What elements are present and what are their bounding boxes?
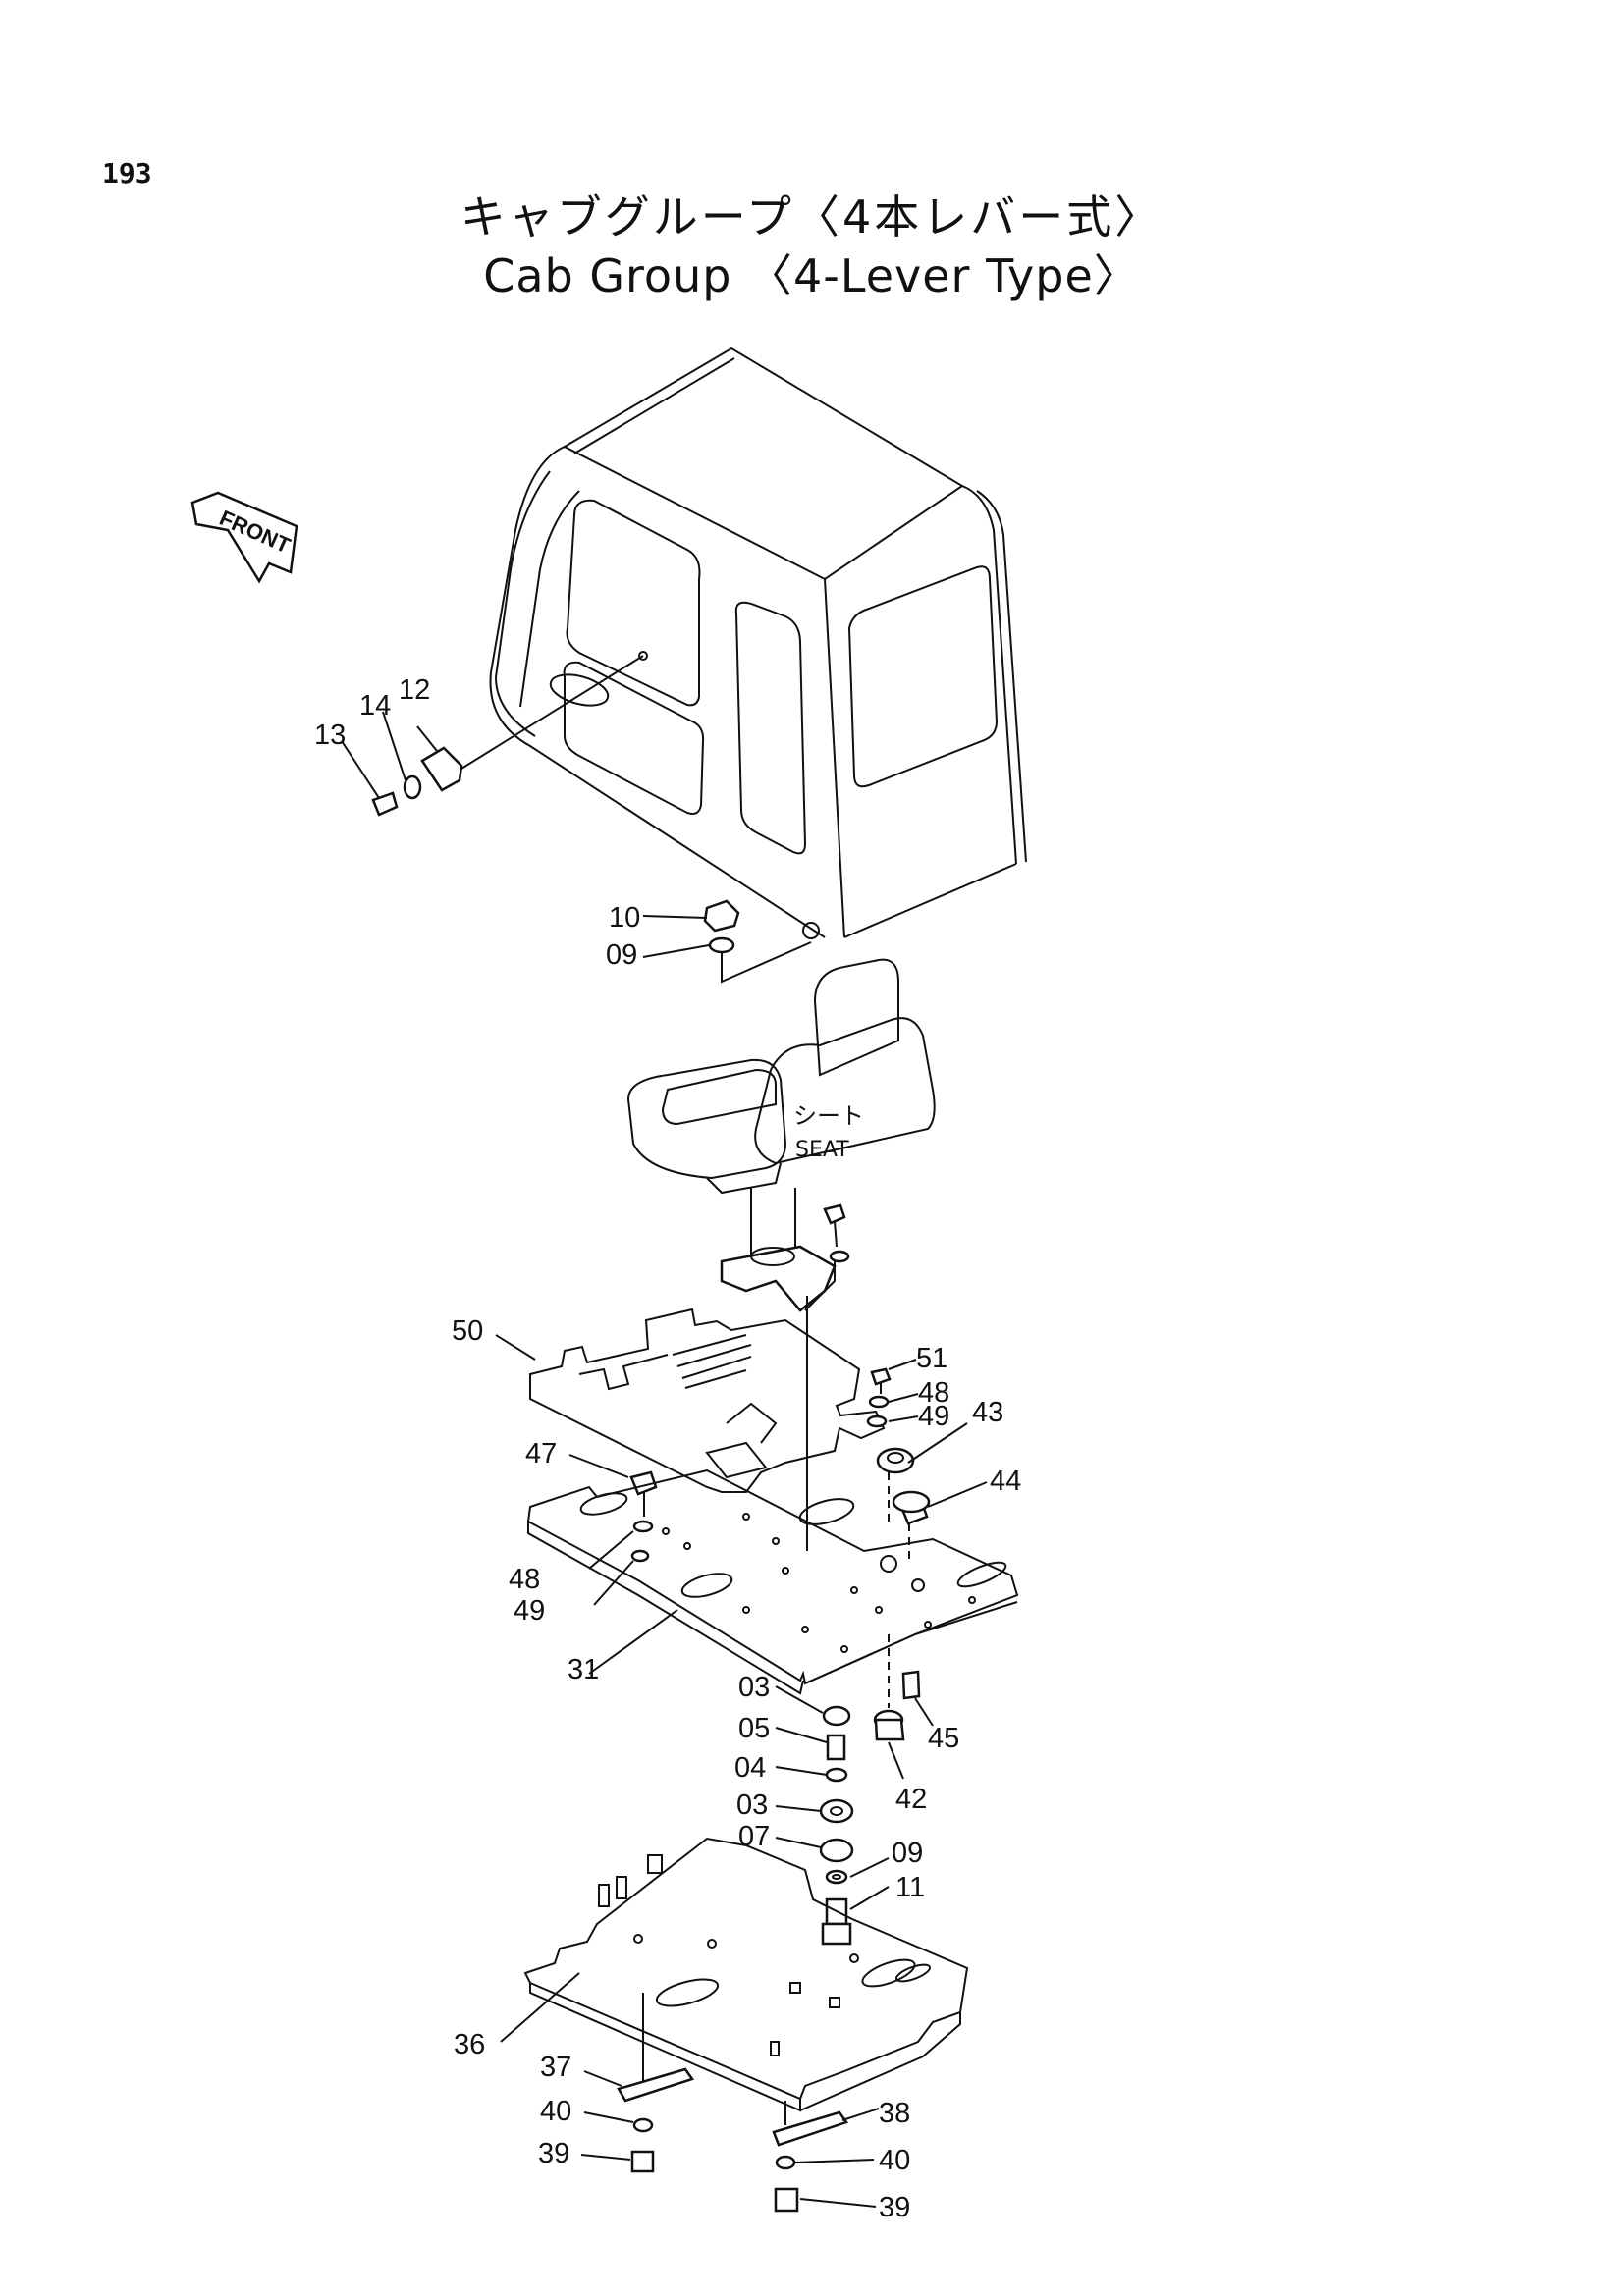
callout-31: 31 xyxy=(568,1654,599,1685)
callout-04: 04 xyxy=(734,1752,766,1784)
callout-03-upper: 03 xyxy=(738,1672,770,1703)
callout-40-right: 40 xyxy=(879,2145,910,2176)
callout-05: 05 xyxy=(738,1713,770,1744)
page-number: 193 xyxy=(102,157,152,189)
callout-07: 07 xyxy=(738,1821,770,1852)
callout-38: 38 xyxy=(879,2098,910,2129)
callout-51: 51 xyxy=(916,1343,947,1374)
cab-mount-nut xyxy=(642,899,812,984)
callout-36: 36 xyxy=(454,2029,485,2060)
callout-48-right: 48 xyxy=(918,1377,949,1409)
door-stopper-parts xyxy=(341,655,644,817)
callout-50: 50 xyxy=(452,1315,483,1347)
title-japanese: キャブグループ〈4本レバー式〉 xyxy=(460,190,1163,243)
floor-mat xyxy=(495,1308,886,1493)
seat: シート SEAT xyxy=(626,958,936,1312)
front-arrow-icon: FRONT xyxy=(190,491,298,584)
cab-body xyxy=(489,347,1027,939)
mount-stack xyxy=(775,1685,890,1946)
callout-45: 45 xyxy=(928,1723,959,1754)
grommets-43-44 xyxy=(876,1422,988,1561)
callout-11: 11 xyxy=(895,1872,925,1903)
callout-10: 10 xyxy=(609,902,640,934)
base-plate-36 xyxy=(500,1837,969,2112)
seat-label-en: SEAT xyxy=(795,1138,849,1162)
callout-47: 47 xyxy=(525,1438,557,1469)
callout-39-right: 39 xyxy=(879,2192,910,2223)
callout-49-right: 49 xyxy=(918,1401,949,1432)
mat-bolt-right xyxy=(866,1359,919,1428)
callout-14: 14 xyxy=(359,690,391,721)
callout-48-left: 48 xyxy=(509,1564,540,1595)
callout-09-top: 09 xyxy=(606,939,637,971)
floor-plate-31 xyxy=(526,1468,1019,1695)
callout-42: 42 xyxy=(895,1784,927,1815)
callout-43: 43 xyxy=(972,1397,1003,1428)
title-english: Cab Group 〈4-Lever Type〉 xyxy=(483,249,1140,302)
callout-39-left: 39 xyxy=(538,2138,569,2169)
callout-09-lower: 09 xyxy=(892,1838,923,1869)
parts-42-45 xyxy=(873,1634,934,1780)
callout-12: 12 xyxy=(399,674,430,706)
callout-13: 13 xyxy=(314,720,346,751)
callout-37: 37 xyxy=(540,2052,571,2083)
callout-40-left: 40 xyxy=(540,2096,571,2127)
seat-label-ja: シート xyxy=(793,1102,864,1130)
floor-bolt-left xyxy=(568,1454,658,1606)
bracket-left xyxy=(580,1993,694,2173)
callout-49-left: 49 xyxy=(514,1595,545,1627)
callout-44: 44 xyxy=(990,1466,1021,1497)
bracket-right xyxy=(772,2101,880,2213)
callout-03-lower: 03 xyxy=(736,1789,768,1821)
